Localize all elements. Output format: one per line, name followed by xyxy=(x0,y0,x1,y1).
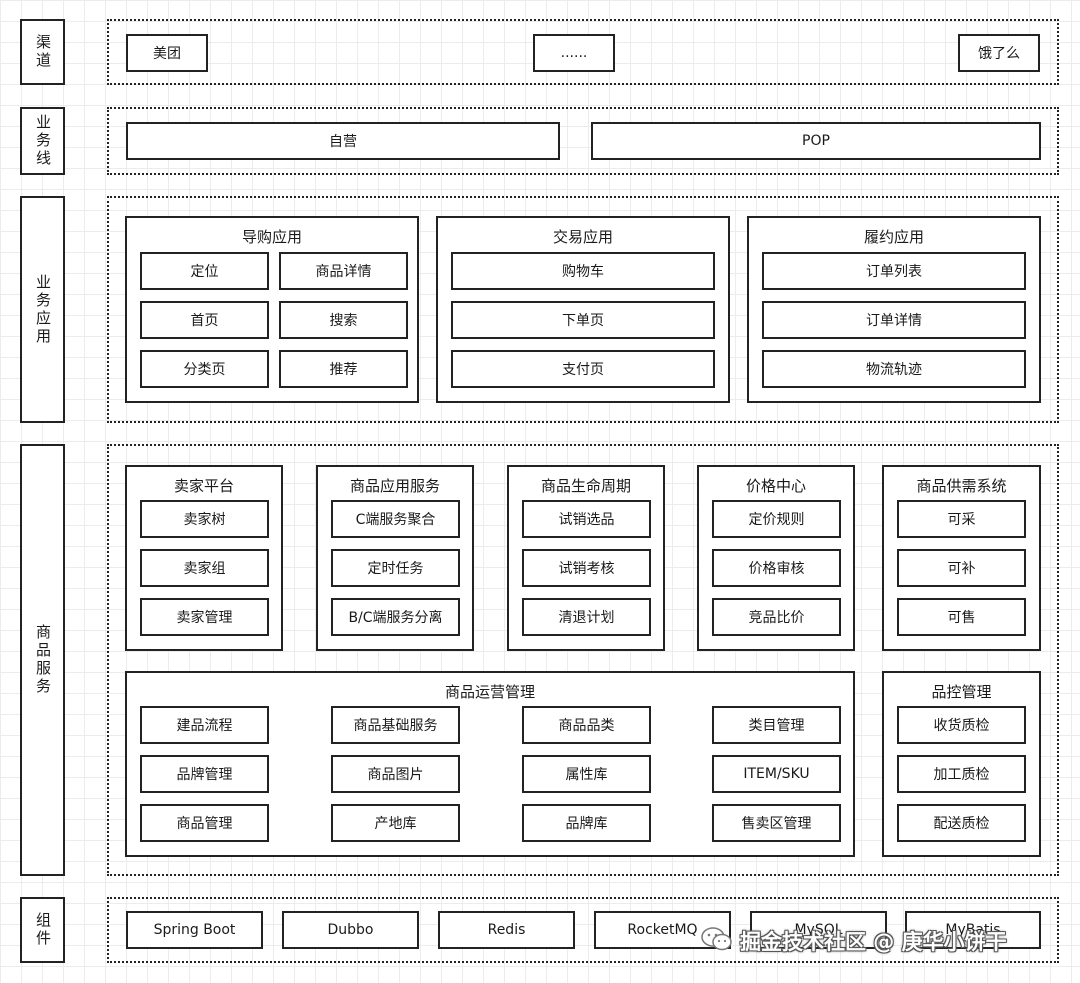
component-spring-boot: Spring Boot xyxy=(126,911,263,949)
app-item-home: 首页 xyxy=(140,301,269,339)
channel-eleme: 饿了么 xyxy=(958,34,1040,72)
business-line-pop: POP xyxy=(591,122,1041,160)
ops-item-attribute-lib: 属性库 xyxy=(522,755,651,793)
service-item-seller-tree: 卖家树 xyxy=(140,500,269,538)
wechat-icon xyxy=(700,926,734,952)
app-item-order-list: 订单列表 xyxy=(762,252,1026,290)
qc-item-receiving: 收货质检 xyxy=(897,706,1026,744)
business-line-layer xyxy=(107,107,1059,175)
service-item-trial-assessment: 试销考核 xyxy=(522,549,651,587)
service-item-price-review: 价格审核 xyxy=(712,549,841,587)
ops-item-base-service: 商品基础服务 xyxy=(331,706,460,744)
group-title-supply-demand: 商品供需系统 xyxy=(916,476,1007,495)
app-item-order-page: 下单页 xyxy=(451,301,715,339)
app-item-category: 分类页 xyxy=(140,350,269,388)
service-item-bc-separation: B/C端服务分离 xyxy=(331,598,460,636)
layer-label-product-service: 商品服务 xyxy=(20,444,65,876)
qc-item-processing: 加工质检 xyxy=(897,755,1026,793)
ops-item-sale-area: 售卖区管理 xyxy=(712,804,841,842)
product-service-layer xyxy=(107,444,1059,876)
channel-ellipsis: ...... xyxy=(533,34,615,72)
app-item-logistics: 物流轨迹 xyxy=(762,350,1026,388)
layer-label-component: 组件 xyxy=(20,897,65,963)
layer-label-business-app: 业务应用 xyxy=(20,196,65,423)
app-item-search: 搜索 xyxy=(279,301,408,339)
service-item-competitor-price: 竞品比价 xyxy=(712,598,841,636)
group-title-price-center: 价格中心 xyxy=(745,476,806,495)
component-redis: Redis xyxy=(438,911,575,949)
group-title-seller-platform: 卖家平台 xyxy=(173,476,234,495)
app-item-order-detail: 订单详情 xyxy=(762,301,1026,339)
service-item-pricing-rules: 定价规则 xyxy=(712,500,841,538)
ops-item-product-image: 商品图片 xyxy=(331,755,460,793)
app-item-cart: 购物车 xyxy=(451,252,715,290)
ops-item-category: 商品品类 xyxy=(522,706,651,744)
service-item-clearance-plan: 清退计划 xyxy=(522,598,651,636)
channel-layer xyxy=(107,19,1059,85)
qc-item-delivery: 配送质检 xyxy=(897,804,1026,842)
ops-item-brand-lib: 品牌库 xyxy=(522,804,651,842)
service-item-scheduled-task: 定时任务 xyxy=(331,549,460,587)
ops-item-product-manage: 商品管理 xyxy=(140,804,269,842)
service-item-trial-selection: 试销选品 xyxy=(522,500,651,538)
group-title-guide-app: 导购应用 xyxy=(241,227,302,246)
service-item-replenishable: 可补 xyxy=(897,549,1026,587)
channel-meituan: 美团 xyxy=(126,34,208,72)
ops-item-brand-manage: 品牌管理 xyxy=(140,755,269,793)
app-item-product-detail: 商品详情 xyxy=(279,252,408,290)
component-dubbo: Dubbo xyxy=(282,911,419,949)
group-title-fulfill-app: 履约应用 xyxy=(863,227,924,246)
group-title-quality-control: 品控管理 xyxy=(931,682,992,701)
app-item-recommend: 推荐 xyxy=(279,350,408,388)
group-title-product-lifecycle: 商品生命周期 xyxy=(540,476,631,495)
component-mybatis: MyBatis xyxy=(905,911,1041,949)
layer-label-business-line: 业务线 xyxy=(20,107,65,175)
ops-item-category-manage: 类目管理 xyxy=(712,706,841,744)
service-item-sellable: 可售 xyxy=(897,598,1026,636)
app-item-pay-page: 支付页 xyxy=(451,350,715,388)
app-item-locate: 定位 xyxy=(140,252,269,290)
layer-label-channel: 渠道 xyxy=(20,19,65,85)
group-title-product-app-service: 商品应用服务 xyxy=(349,476,440,495)
watermark-text: 掘金技术社区 @ 庚华小饼干 xyxy=(740,930,1007,954)
group-title-trade-app: 交易应用 xyxy=(552,227,613,246)
ops-item-origin-lib: 产地库 xyxy=(331,804,460,842)
service-item-purchasable: 可采 xyxy=(897,500,1026,538)
service-item-seller-manage: 卖家管理 xyxy=(140,598,269,636)
service-item-seller-group: 卖家组 xyxy=(140,549,269,587)
group-title-product-ops: 商品运营管理 xyxy=(444,682,535,701)
ops-item-create-flow: 建品流程 xyxy=(140,706,269,744)
component-mysql: MySQL xyxy=(750,911,887,949)
component-layer xyxy=(107,897,1059,963)
ops-item-item-sku: ITEM/SKU xyxy=(712,755,841,793)
service-item-c-aggregation: C端服务聚合 xyxy=(331,500,460,538)
business-line-self-run: 自营 xyxy=(126,122,560,160)
business-app-layer xyxy=(107,196,1059,423)
